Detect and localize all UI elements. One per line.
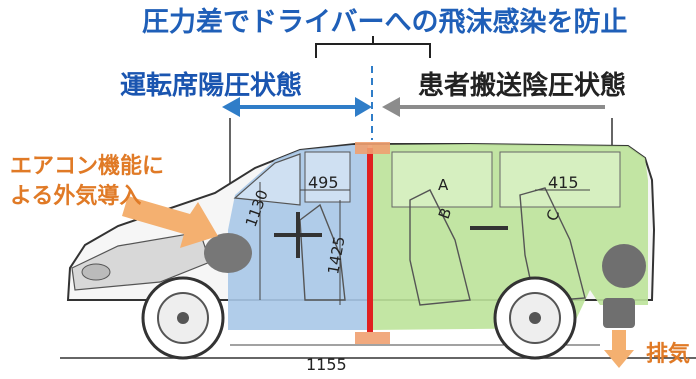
ac-intake-label: エアコン機能に よる外気導入: [10, 152, 164, 212]
exhaust-label: 排気: [646, 342, 691, 367]
dim-495: 495: [308, 173, 339, 192]
driver-cross: [274, 212, 322, 258]
exhaust-unit: [603, 298, 635, 328]
seat-a-label: A: [438, 176, 449, 194]
seats: [299, 187, 586, 306]
diagram-title: 圧力差でドライバーへの飛沫感染を防止: [142, 7, 628, 38]
driver-zone-label: 運転席陽圧状態: [120, 71, 303, 101]
dim-1155: 1155: [306, 355, 347, 374]
exhaust-arrow: [604, 330, 634, 368]
side-window-rear-1: [391, 151, 493, 208]
windshield: [233, 153, 301, 206]
partition-bottom-arrow: [355, 332, 390, 344]
dim-415: 415: [548, 173, 579, 192]
rear-vent: [602, 244, 646, 288]
partition-top-arrow: [355, 142, 390, 154]
rear-wheel: [493, 276, 577, 360]
headlight: [81, 263, 111, 281]
side-window-front: [304, 151, 351, 203]
front-vent: [204, 233, 252, 273]
driver-pressure-arrow: [222, 97, 372, 117]
patient-pressure-arrow: [382, 97, 605, 117]
patient-zone-label: 患者搬送陰圧状態: [418, 71, 627, 101]
header-bracket: [315, 36, 431, 58]
front-wheel: [141, 276, 225, 360]
ac-intake-line1: エアコン機能に: [10, 154, 165, 179]
ac-intake-line2: よる外気導入: [10, 184, 142, 209]
ac-intake-arrow: [122, 196, 218, 248]
